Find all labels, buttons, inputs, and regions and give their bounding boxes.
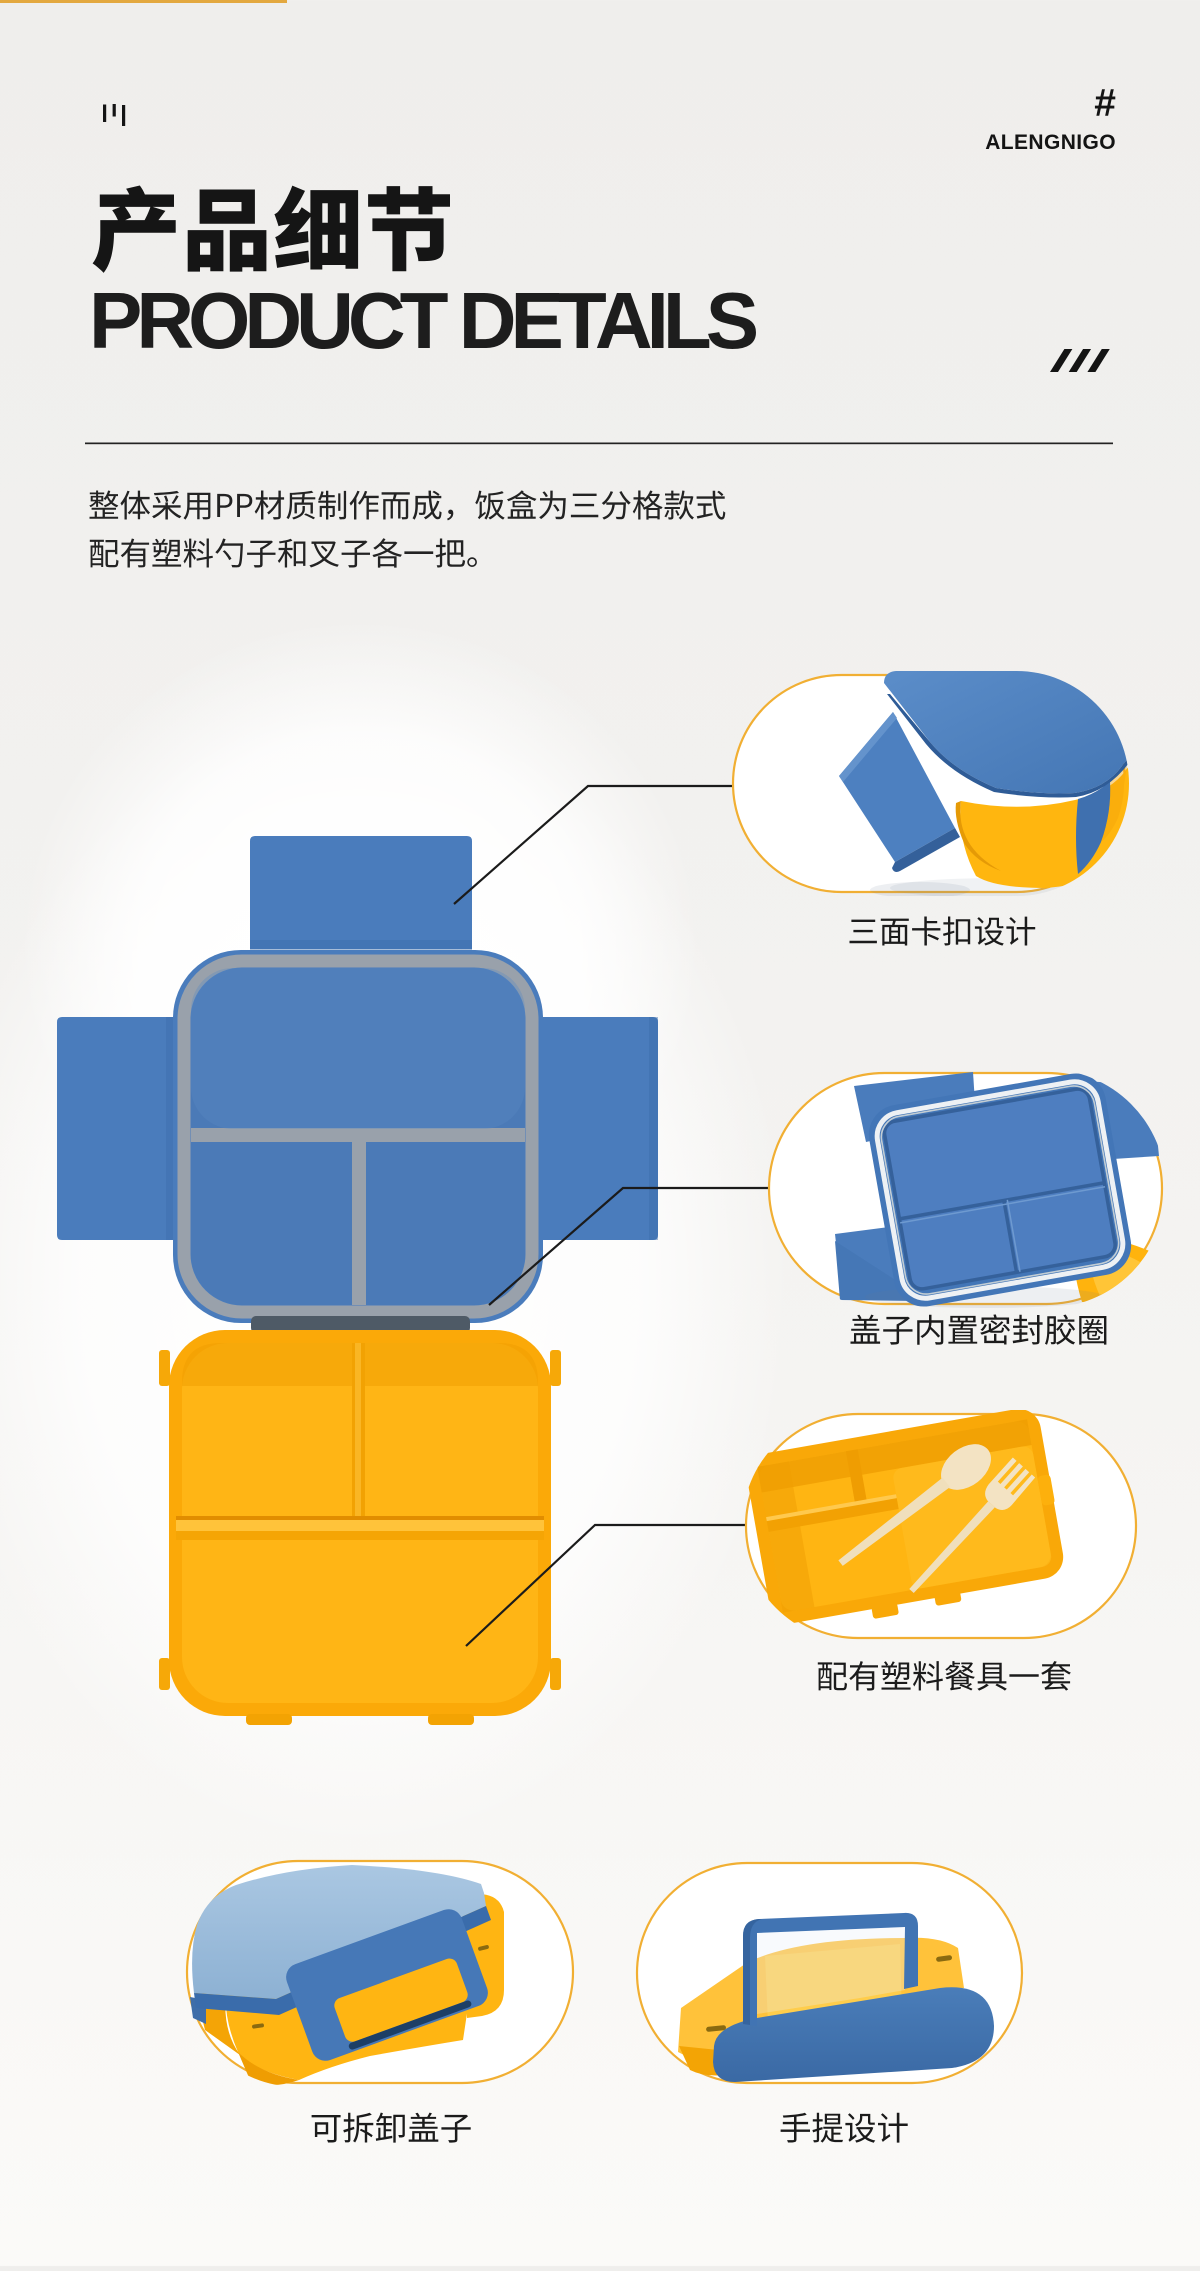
- svg-text:#: #: [1094, 82, 1116, 125]
- svg-text:ALENGNIGO: ALENGNIGO: [985, 131, 1116, 154]
- svg-text:PRODUCT DETAILS: PRODUCT DETAILS: [89, 276, 757, 365]
